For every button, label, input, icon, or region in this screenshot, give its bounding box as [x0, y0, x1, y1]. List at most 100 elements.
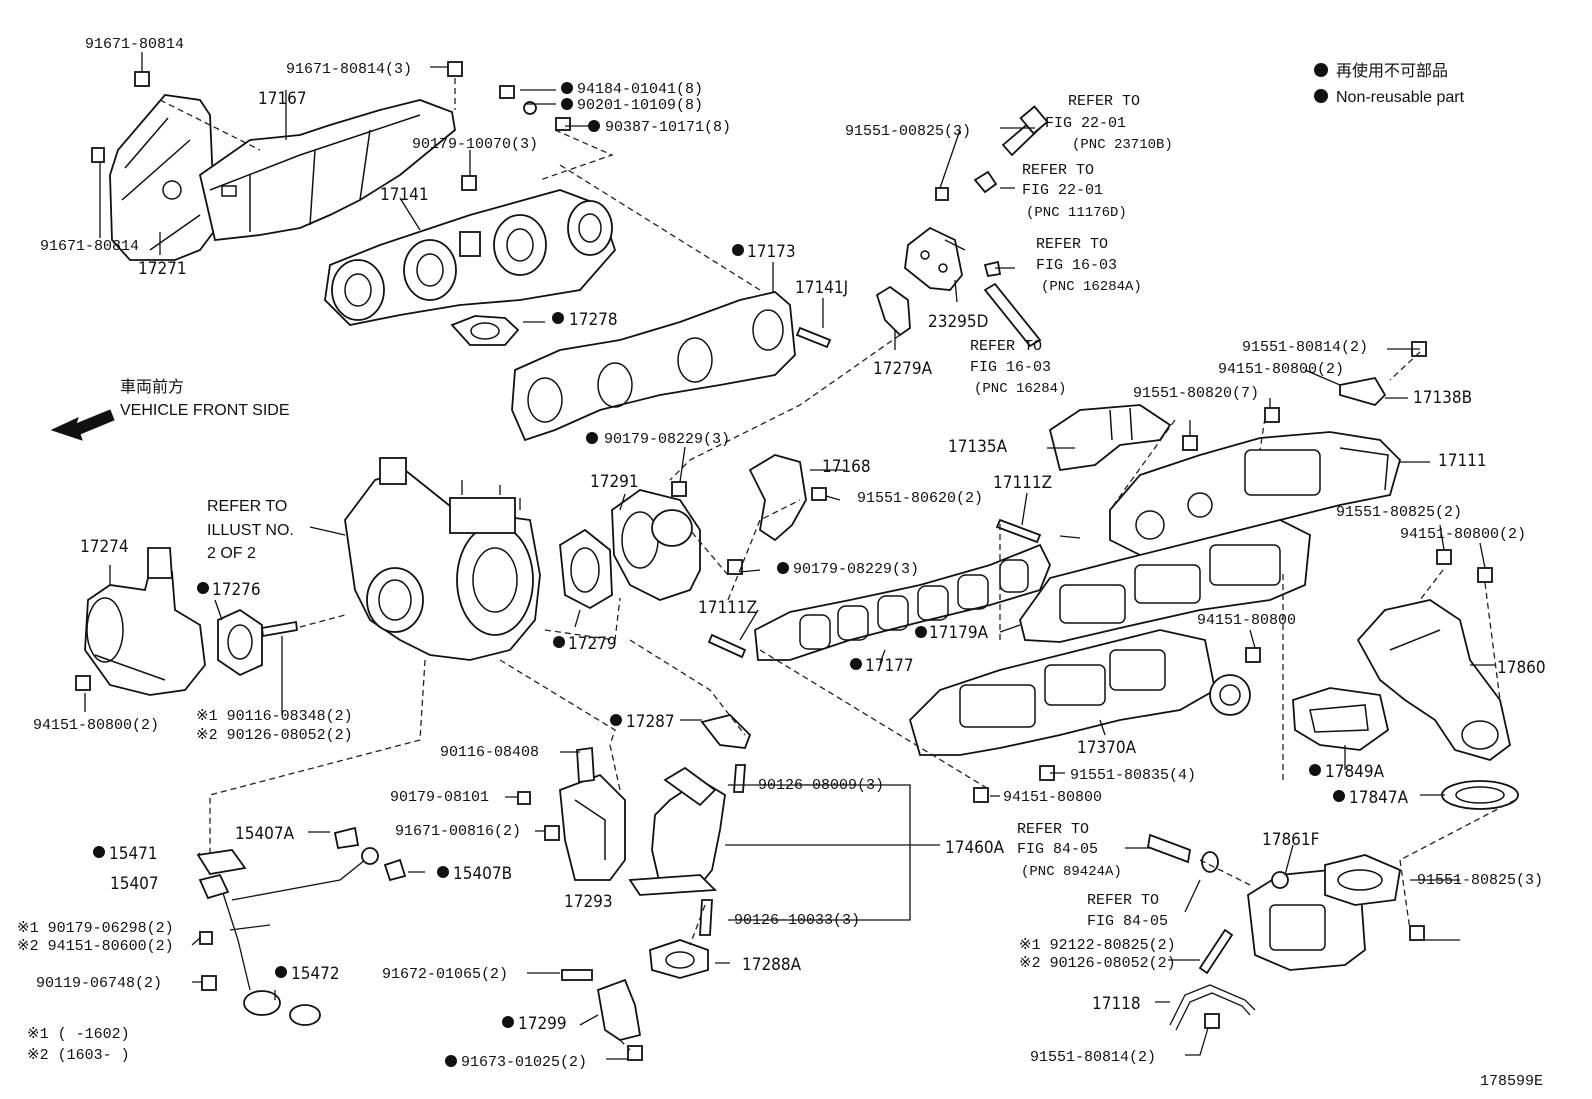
- bracket-17299-drawing: [596, 978, 642, 1041]
- part-17287: 17287: [626, 712, 675, 732]
- screw-label: 94151-80800: [1197, 612, 1296, 629]
- vehicle-front-jp: 車両前方: [120, 378, 184, 396]
- refer-line: REFER TO: [1036, 236, 1108, 253]
- screw-label: 91551-80820(7): [1133, 385, 1259, 402]
- gasket-17179a-drawing: [1019, 519, 1311, 643]
- refer-line: FIG 22-01: [1045, 115, 1126, 132]
- part-17271: 17271: [138, 259, 187, 279]
- screw-label: ※1 92122-80825(2): [1019, 937, 1176, 954]
- figure-id: 178599E: [1480, 1073, 1543, 1090]
- refer-line: REFER TO: [1087, 892, 1159, 909]
- part-17860: 17860: [1497, 658, 1546, 678]
- part-17847a: 17847A: [1349, 788, 1409, 808]
- refer-line: REFER TO: [1068, 93, 1140, 110]
- part-17279: 17279: [568, 634, 617, 654]
- part-17460a: 17460A: [945, 838, 1005, 858]
- egr-cooler-17370a-drawing: [908, 629, 1251, 756]
- screw-label: ※1 90179-06298(2): [17, 920, 174, 937]
- footnote-2: ※2 (1603- ): [27, 1047, 130, 1064]
- oil-pipe-15407-drawing: [196, 826, 407, 1026]
- refer-line: FIG 84-05: [1017, 841, 1098, 858]
- footnote-1: ※1 ( -1602): [27, 1026, 130, 1043]
- gasket-17279-drawing: [559, 528, 613, 610]
- part-15407: 15407: [110, 874, 159, 894]
- gasket-17847a-drawing: [1441, 780, 1519, 810]
- screw-label: 94184-01041(8): [577, 81, 703, 98]
- part-17168: 17168: [822, 457, 871, 477]
- egr-pipe-17860-drawing: [1356, 599, 1512, 761]
- bracket-17287-drawing: [700, 714, 752, 749]
- part-17167: 17167: [258, 89, 307, 109]
- screw-label: 90179-10070(3): [412, 136, 538, 153]
- catalytic-converter-17460a-drawing: [628, 766, 726, 896]
- screw-label: 91673-01025(2): [461, 1054, 587, 1071]
- part-17135a: 17135A: [948, 437, 1008, 457]
- screw-label: 91671-80814: [85, 36, 184, 53]
- refer-line: ILLUST NO.: [207, 522, 294, 539]
- vehicle-front-en: VEHICLE FRONT SIDE: [120, 402, 290, 419]
- refer-line: REFER TO: [970, 338, 1042, 355]
- gasket-17276-drawing: [217, 608, 263, 677]
- part-17138b: 17138B: [1413, 388, 1472, 408]
- legend-dot-icon: [1314, 63, 1328, 77]
- screw-label: ※1 90116-08348(2): [196, 708, 353, 725]
- egr-valve-17861f-drawing: [1247, 854, 1402, 971]
- screw-label: 91551-80620(2): [857, 490, 983, 507]
- injector-drawing: [973, 105, 1049, 348]
- screw-label: ※2 90126-08052(2): [1019, 955, 1176, 972]
- part-17279a: 17279A: [873, 359, 933, 379]
- refer-line: FIG 22-01: [1022, 182, 1103, 199]
- exhaust-elbow-17291-drawing: [611, 489, 701, 601]
- part-23295d: 23295D: [928, 312, 988, 332]
- screw-label: 91551-80825(3): [1417, 872, 1543, 889]
- bracket-17138b-drawing: [1339, 376, 1387, 407]
- part-17291: 17291: [590, 472, 639, 492]
- screw-label: 94151-80800: [1003, 789, 1102, 806]
- part-17111: 17111: [1438, 451, 1487, 471]
- gasket-17279a-drawing: [875, 285, 911, 337]
- part-17179a: 17179A: [929, 623, 989, 643]
- screw-label: 91551-80814(2): [1242, 339, 1368, 356]
- heat-insulator-17168-drawing: [748, 454, 807, 542]
- part-17288a: 17288A: [742, 955, 802, 975]
- part-15407b: 15407B: [453, 864, 512, 884]
- refer-line: FIG 16-03: [1036, 257, 1117, 274]
- part-17118: 17118: [1092, 994, 1141, 1014]
- screw-label: 91671-80814: [40, 238, 139, 255]
- part-17861f: 17861F: [1262, 830, 1319, 850]
- screw-label: 91672-01065(2): [382, 966, 508, 983]
- heat-insulator-17167-drawing: [198, 99, 456, 241]
- part-17274: 17274: [80, 537, 129, 557]
- part-17293: 17293: [564, 892, 613, 912]
- part-17173: 17173: [747, 242, 796, 262]
- intake-gasket-17177-drawing: [754, 543, 1051, 661]
- part-17299: 17299: [518, 1014, 567, 1034]
- refer-line: (PNC 16284): [974, 381, 1066, 397]
- manifold-gasket-17173-drawing: [511, 291, 796, 442]
- gasket-17849a-drawing: [1292, 687, 1390, 751]
- guide-lines: [84, 52, 1516, 1060]
- refer-line: (PNC 89424A): [1021, 864, 1122, 880]
- screw-label: 90179-08229(3): [604, 431, 730, 448]
- screw-label: 90126-08009(3): [758, 777, 884, 794]
- legend-dot-icon: [1314, 89, 1328, 103]
- screw-label: ※2 94151-80600(2): [17, 938, 174, 955]
- refer-line: REFER TO: [207, 498, 287, 515]
- part-17141: 17141: [380, 185, 429, 205]
- refer-line: FIG 84-05: [1087, 913, 1168, 930]
- screw-label: 90126-10033(3): [734, 912, 860, 929]
- part-15407a: 15407A: [235, 824, 295, 844]
- part-17177: 17177: [865, 656, 914, 676]
- bracket-17293-drawing: [559, 773, 626, 881]
- screw-label: 91551-80825(2): [1336, 504, 1462, 521]
- screw-label: 90179-08101: [390, 789, 489, 806]
- heat-insulator-17271-drawing: [109, 94, 216, 261]
- screw-label: 94151-80800(2): [33, 717, 159, 734]
- refer-line: (PNC 11176D): [1026, 205, 1127, 221]
- cover-17135a-drawing: [1048, 404, 1172, 472]
- part-17278: 17278: [569, 310, 618, 330]
- vehicle-front-arrow-icon: [50, 409, 115, 441]
- screw-label: 90179-08229(3): [793, 561, 919, 578]
- refer-line: FIG 16-03: [970, 359, 1051, 376]
- pipe-17118-drawing: [1169, 984, 1256, 1031]
